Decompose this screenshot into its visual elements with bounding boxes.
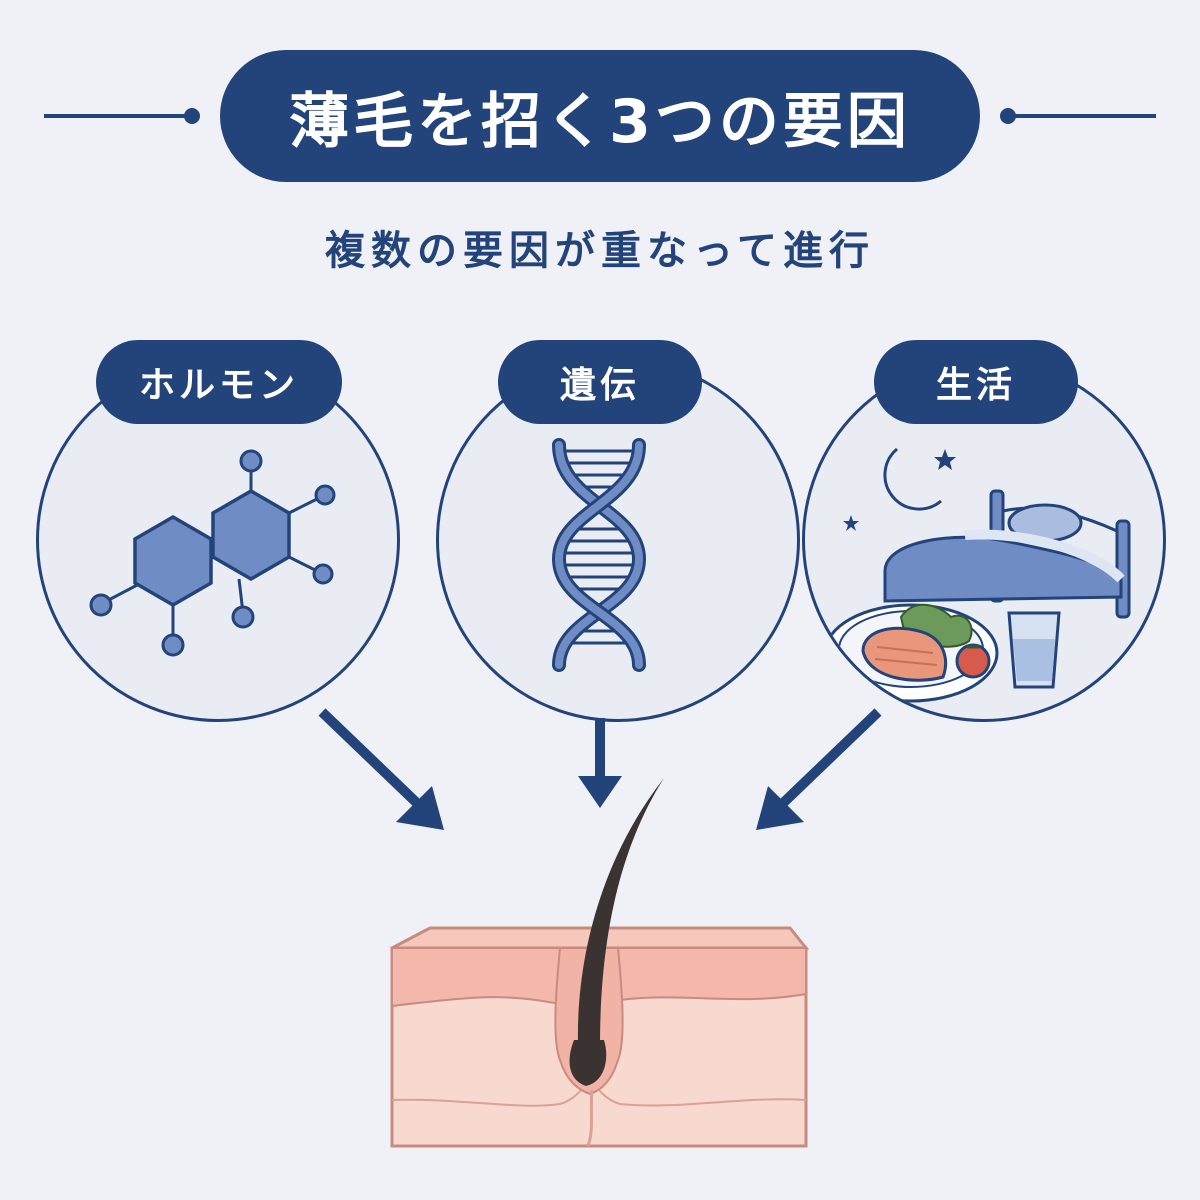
lifestyle-icon	[823, 447, 1131, 703]
arrow-left-icon	[318, 708, 444, 830]
skin-cross-section	[390, 778, 810, 1148]
hair-strand	[577, 778, 664, 1046]
star-icon	[843, 515, 859, 531]
star-icon	[934, 449, 956, 470]
lifestyle-label: 生活	[874, 340, 1078, 424]
title-banner: 薄毛を招く3つの要因	[0, 50, 1200, 182]
water-glass-icon	[1007, 611, 1061, 689]
arrow-right-icon	[756, 708, 882, 830]
arrow-center-icon	[578, 718, 622, 808]
moon-icon	[883, 447, 942, 511]
molecule-icon	[89, 449, 336, 657]
bed-icon	[883, 489, 1131, 619]
title-left-line	[44, 114, 194, 118]
hormone-circle	[36, 358, 400, 722]
page-title: 薄毛を招く3つの要因	[220, 50, 980, 182]
meal-icon	[823, 603, 999, 703]
dna-icon	[551, 438, 647, 672]
title-right-line	[1006, 114, 1156, 118]
hormone-label: ホルモン	[96, 340, 342, 424]
genetics-label: 遺伝	[498, 340, 702, 424]
title-left-dot	[184, 108, 200, 124]
subtitle: 複数の要因が重なって進行	[325, 228, 875, 274]
lifestyle-circle	[802, 358, 1166, 722]
